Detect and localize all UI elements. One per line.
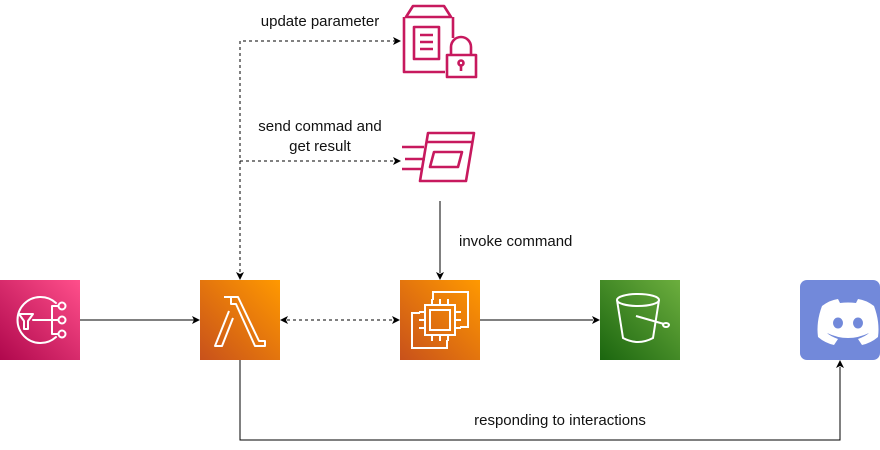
arrowhead-lambda-right	[280, 316, 288, 324]
ec2-instance-icon	[400, 280, 480, 360]
discord-icon	[800, 280, 880, 360]
arrowhead-s3	[592, 316, 600, 324]
arrowhead-ec2-top	[436, 272, 444, 280]
arrowhead-discord	[836, 360, 844, 368]
arrowheads	[192, 37, 844, 368]
arrowhead-ec2-left	[392, 316, 400, 324]
systems-manager-run-command-icon	[402, 131, 476, 183]
connectors	[80, 40, 841, 441]
s3-bucket-icon	[600, 280, 680, 360]
dotted-connector-lambda-to-parameter-store	[239, 40, 395, 272]
label-send-command-line1: send commad and	[258, 118, 381, 135]
label-send-command-line2: get result	[289, 138, 352, 155]
label-invoke-command: invoke command	[459, 233, 572, 250]
parameter-store-icon	[402, 4, 478, 79]
label-responding-to-interactions: responding to interactions	[474, 412, 646, 429]
sns-topic-filter-icon	[0, 280, 80, 360]
arrowhead-run-command	[393, 157, 401, 165]
label-update-parameter: update parameter	[261, 13, 379, 30]
connector-lambda-to-discord	[239, 360, 841, 441]
arrowhead-lambda-left	[192, 316, 200, 324]
arrowhead-lambda-top	[236, 272, 244, 280]
lambda-icon	[200, 280, 280, 360]
arrowhead-parameter-store	[393, 37, 401, 45]
